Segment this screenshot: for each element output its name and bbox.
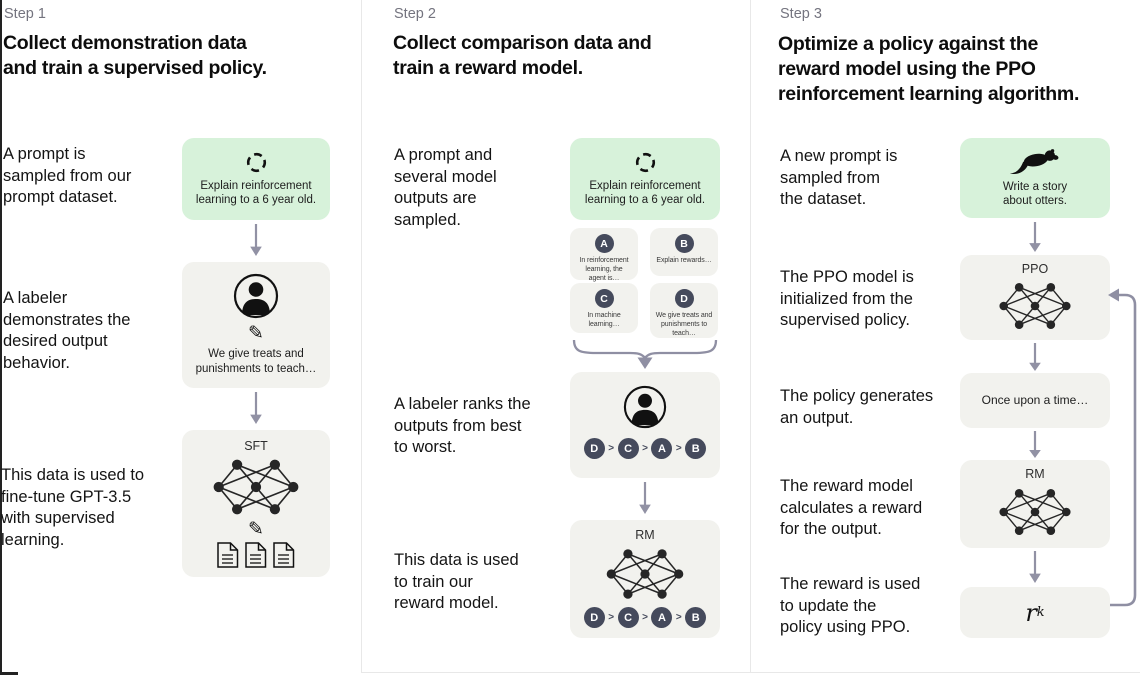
step2-caption-ranks: A labeler ranks the outputs from best to… (394, 395, 531, 456)
figure-left-border (0, 0, 2, 674)
prompt-box: Write a story about otters. (960, 138, 1110, 218)
sft-label: SFT (244, 439, 268, 453)
network-icon (212, 458, 300, 516)
sft-model-box: SFT ✎ (182, 430, 330, 577)
step2-label: Step 2 (394, 6, 436, 22)
step1-caption-finetune: This data is used to fine-tune GPT-3.5 w… (1, 466, 145, 549)
down-arrow-icon (249, 224, 263, 256)
reward-subscript: k (1036, 605, 1045, 620)
rm-label: RM (635, 528, 655, 542)
rank-separator: > (608, 443, 615, 454)
step3-title: Optimize a policy against the reward mod… (778, 33, 1080, 105)
step2-caption-sampled: A prompt and several model outputs are s… (394, 146, 497, 229)
output-text: Explain rewards… (656, 257, 712, 264)
feedback-loop-arrow-icon (1108, 288, 1137, 607)
down-arrow-icon (249, 392, 263, 424)
ppo-model-box: PPO (960, 255, 1110, 340)
model-output-box-d: D We give treats and punishments to teac… (650, 283, 718, 338)
down-arrow-icon (1028, 431, 1042, 458)
reward-model-box: RM (960, 460, 1110, 548)
rank-separator: > (642, 612, 648, 623)
rank-chip: B (685, 607, 707, 628)
step3-caption-prompt: A new prompt is sampled from the dataset… (780, 147, 898, 208)
network-icon (605, 548, 685, 600)
labeler-demo-box: ✎ We give treats and punishments to teac… (182, 262, 330, 388)
pencil-icon: ✎ (248, 519, 264, 540)
reward-symbol: r (1025, 598, 1037, 627)
step2-title: Collect comparison data and train a rewa… (393, 32, 652, 79)
rank-chip: C (617, 607, 639, 628)
rm-label: RM (1025, 467, 1045, 481)
refresh-icon (633, 150, 657, 174)
demo-box-text: We give treats and punishments to teach… (195, 348, 317, 375)
network-icon (998, 488, 1072, 536)
prompt-box: Explain reinforcement learning to a 6 ye… (570, 138, 720, 220)
rank-separator: > (675, 612, 682, 623)
reward-model-box: RM D > C > A > B (570, 520, 720, 638)
rank-chip: A (651, 607, 673, 628)
pencil-icon: ✎ (248, 323, 264, 344)
person-icon (233, 273, 279, 319)
prompt-box: Explain reinforcement learning to a 6 ye… (182, 138, 330, 220)
rank-chip: D (583, 438, 605, 459)
down-arrow-icon (1028, 551, 1042, 583)
ppo-label: PPO (1021, 262, 1049, 276)
prompt-box-text: Explain reinforcement learning to a 6 ye… (584, 179, 706, 207)
rank-chip: D (583, 607, 605, 628)
prompt-box-text: Explain reinforcement learning to a 6 ye… (195, 179, 317, 207)
figure-corner-border (0, 672, 18, 675)
column-divider (361, 0, 362, 672)
step1-caption-prompt: A prompt is sampled from our prompt data… (3, 145, 132, 206)
step3-caption-reward: The reward model calculates a reward for… (780, 477, 923, 538)
step1-label: Step 1 (4, 6, 46, 22)
output-text: We give treats and punishments to teach… (655, 312, 713, 337)
rank-chip: C (617, 438, 639, 459)
bottom-divider (361, 672, 1140, 673)
network-icon (998, 282, 1072, 330)
output-letter-badge: B (674, 234, 694, 253)
output-letter-badge: A (594, 234, 614, 253)
labeler-rank-box: D > C > A > B (570, 372, 720, 478)
step3-caption-output: The policy generates an output. (780, 387, 934, 427)
rank-separator: > (675, 443, 682, 454)
output-letter-badge: C (594, 289, 614, 308)
step1-caption-labeler: A labeler demonstrates the desired outpu… (3, 289, 131, 372)
policy-output-text: Once upon a time… (981, 393, 1089, 408)
rank-chip: B (685, 438, 707, 459)
down-arrow-icon (1028, 222, 1042, 252)
refresh-icon (244, 150, 268, 174)
down-arrow-icon (638, 482, 652, 514)
step1-title: Collect demonstration data and train a s… (3, 32, 267, 79)
rank-separator: > (642, 443, 648, 454)
ranking-row: D > C > A > B (570, 607, 720, 628)
model-output-box-b: B Explain rewards… (650, 228, 718, 276)
column-divider (750, 0, 751, 672)
output-letter-badge: D (674, 289, 694, 308)
output-text: In machine learning… (587, 312, 621, 328)
documents-icon (217, 542, 295, 568)
step3-caption-update: The reward is used to update the policy … (780, 575, 921, 636)
down-arrow-icon (1028, 343, 1042, 371)
step2-caption-train: This data is used to train our reward mo… (394, 551, 519, 612)
step3-label: Step 3 (780, 6, 822, 22)
rank-separator: > (608, 612, 615, 623)
brace-arrow-icon (572, 339, 718, 369)
prompt-box-text: Write a story about otters. (1002, 180, 1068, 208)
policy-output-box: Once upon a time… (960, 373, 1110, 428)
step3-caption-init: The PPO model is initialized from the su… (780, 268, 914, 329)
rank-chip: A (651, 438, 673, 459)
model-output-box-a: A In reinforcement learning, the agent i… (570, 228, 638, 282)
model-output-box-c: C In machine learning… (570, 283, 638, 333)
ranking-row: D > C > A > B (570, 438, 720, 459)
output-text: In reinforcement learning, the agent is… (579, 257, 629, 282)
otter-icon (1009, 148, 1059, 174)
person-icon (623, 385, 667, 429)
